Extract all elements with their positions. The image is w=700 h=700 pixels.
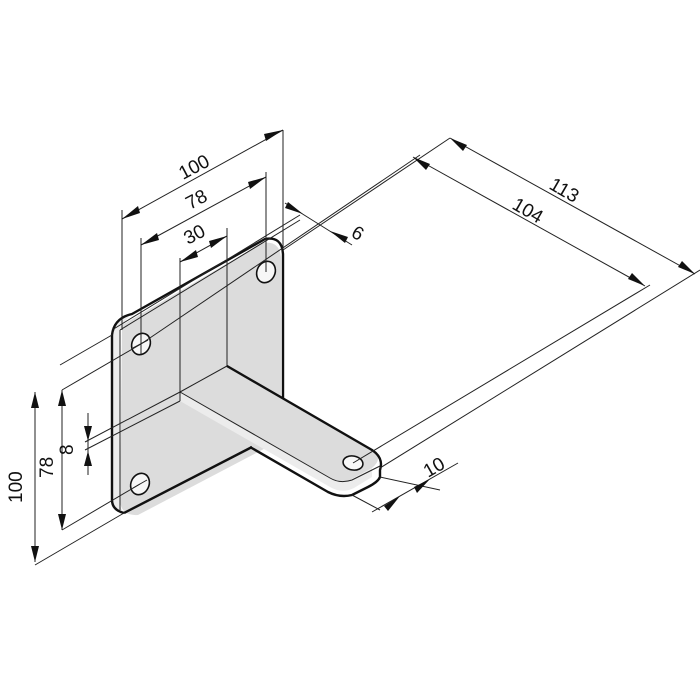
dim-plate-thickness: 6 — [348, 222, 368, 245]
dim-arm-thickness: 8 — [57, 444, 78, 455]
dim-arm-end-offset: 10 — [420, 454, 449, 483]
dim-arm-width: 30 — [180, 221, 209, 249]
dim-plate-width: 100 — [175, 151, 213, 184]
dim-hole-spacing-horizontal: 78 — [182, 186, 211, 214]
dim-plate-height: 100 — [6, 471, 27, 503]
dimension-lines — [31, 129, 696, 562]
dim-arm-hole-distance: 104 — [509, 194, 547, 228]
extension-lines — [34, 130, 700, 566]
back-plate — [110, 237, 285, 516]
dim-hole-spacing-vertical: 78 — [37, 457, 58, 478]
dim-arm-length-total: 113 — [546, 174, 583, 207]
bracket-arm — [179, 245, 383, 498]
